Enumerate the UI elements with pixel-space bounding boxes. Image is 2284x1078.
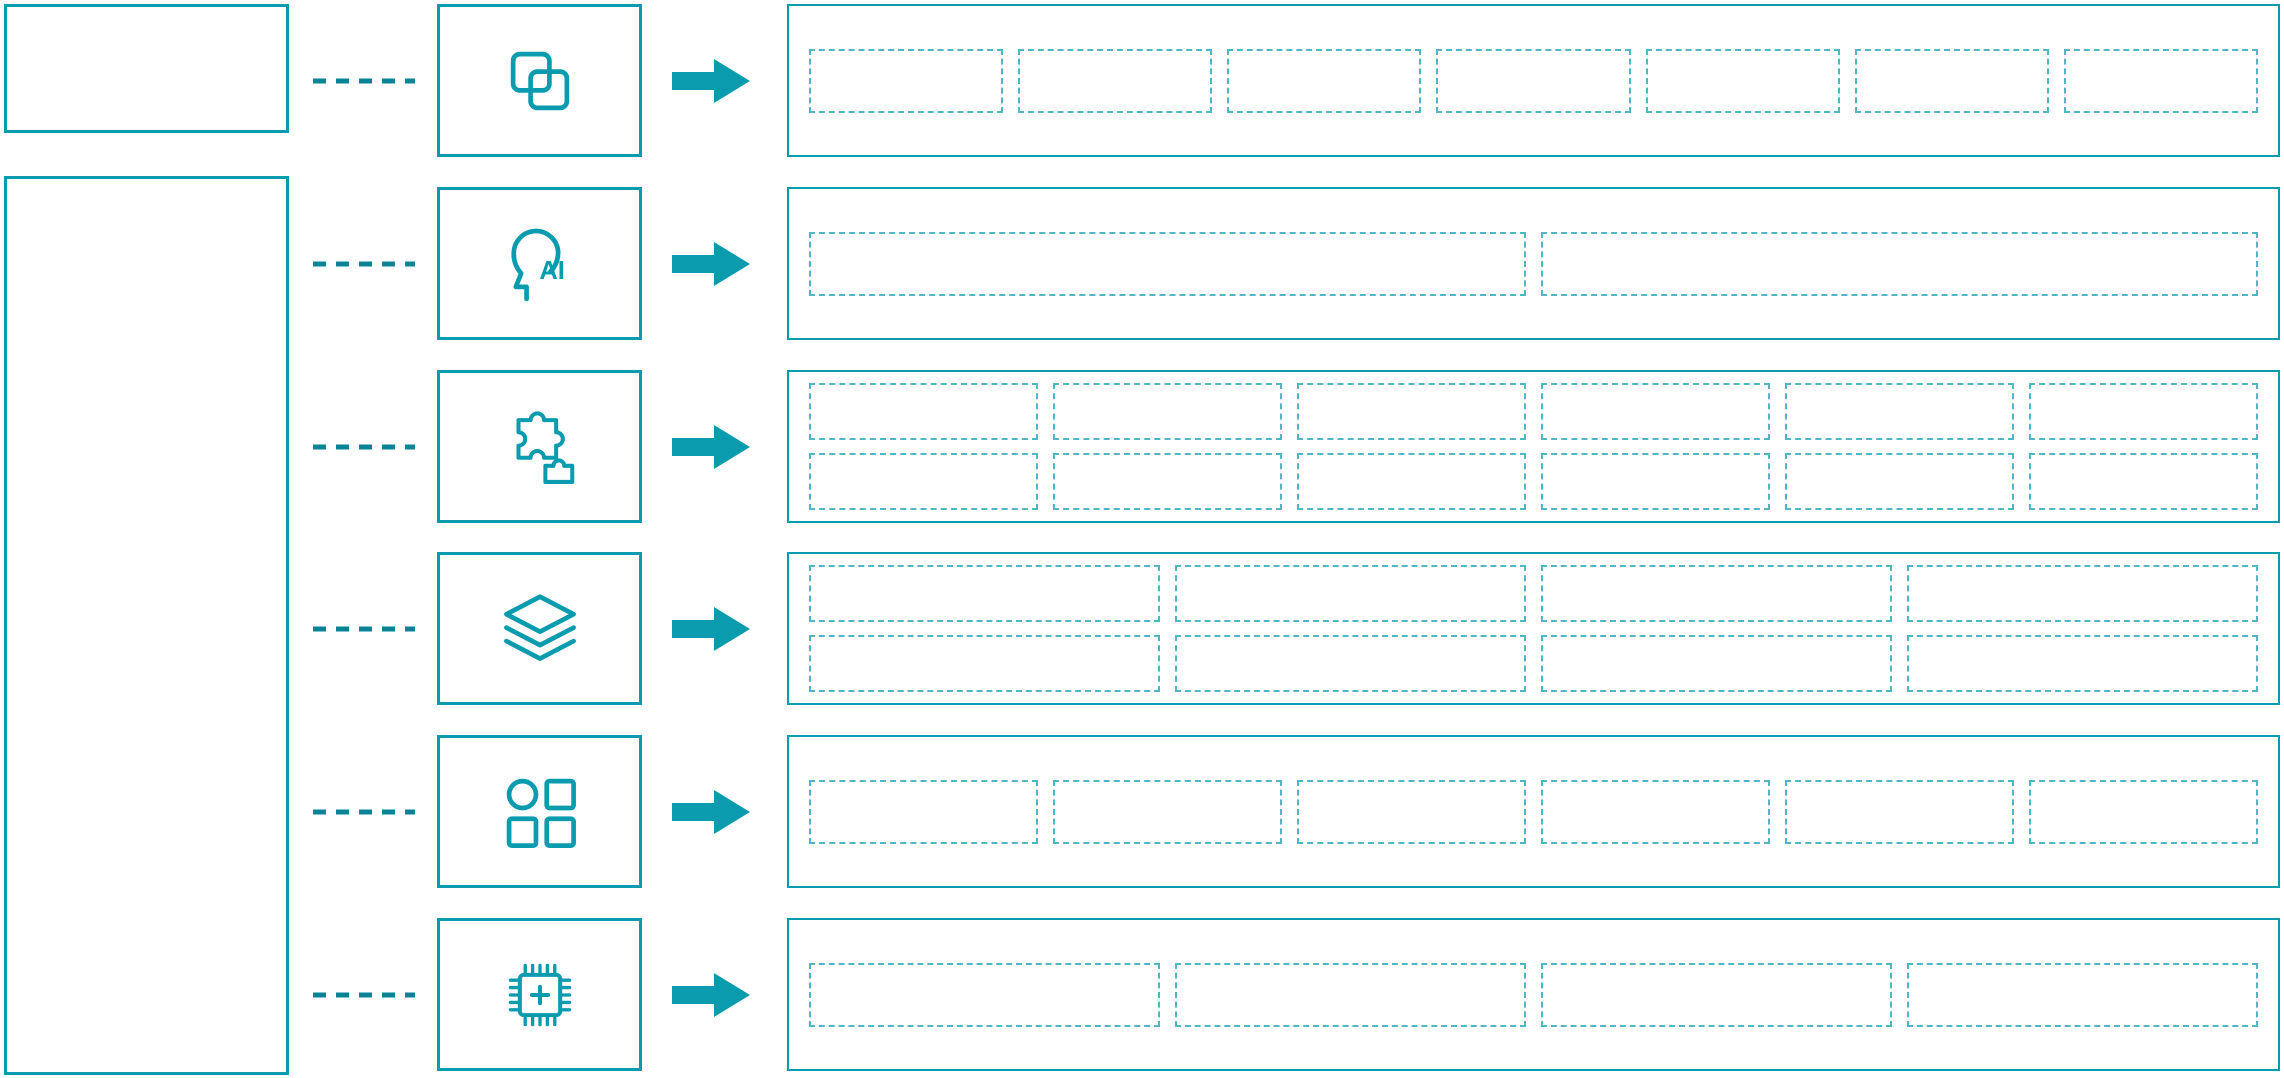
dashed-connector-line [313,444,415,449]
chip-plus-icon [497,952,583,1038]
ai-icon-label: AI [539,256,565,284]
placeholder-slot [1785,779,2014,844]
diagram-row [0,4,2284,157]
placeholder-slot [1541,565,1892,622]
placeholder-slot [1541,231,2258,296]
flow-arrow-icon [672,786,750,838]
placeholder-slot [809,453,1038,510]
placeholder-slot [809,962,1160,1027]
slot-row [809,565,2258,622]
slot-container [787,552,2280,705]
placeholder-slot [1541,453,1770,510]
ai-head-icon: AI [497,221,583,307]
placeholder-slot [2029,779,2258,844]
icon-box: AI [437,187,642,340]
shapes-grid-icon [497,769,583,855]
flow-arrow-icon [672,969,750,1021]
placeholder-slot [2029,453,2258,510]
placeholder-slot [1175,635,1526,692]
icon-box [437,918,642,1071]
flow-arrow-icon [672,238,750,290]
diagram-row [0,735,2284,888]
placeholder-slot [1053,779,1282,844]
placeholder-slot [809,565,1160,622]
placeholder-slot [2029,383,2258,440]
placeholder-slot [1053,453,1282,510]
placeholder-slot [1297,779,1526,844]
slot-container [787,735,2280,888]
icon-box [437,735,642,888]
puzzle-icon [497,404,583,490]
placeholder-slot [1854,48,2049,113]
icon-box [437,552,642,705]
left-panel-box [4,176,289,1075]
placeholder-slot [809,635,1160,692]
placeholder-slot [1541,635,1892,692]
placeholder-slot [1541,962,1892,1027]
diagram-row [0,918,2284,1071]
slot-row [809,779,2258,844]
placeholder-slot [809,48,1004,113]
placeholder-slot [809,231,1526,296]
placeholder-slot [809,779,1038,844]
placeholder-slot [1541,383,1770,440]
slot-container [787,370,2280,523]
placeholder-slot [1053,383,1282,440]
flow-arrow-icon [672,55,750,107]
placeholder-slot [1175,962,1526,1027]
placeholder-slot [1436,48,1631,113]
top-left-box [4,4,289,133]
slot-row [809,962,2258,1027]
placeholder-slot [1297,383,1526,440]
icon-box [437,4,642,157]
placeholder-slot [809,383,1038,440]
dashed-connector-line [313,809,415,814]
slot-row [809,231,2258,296]
placeholder-slot [1785,383,2014,440]
flow-arrow-icon [672,603,750,655]
slot-container [787,918,2280,1071]
diagram-row [0,370,2284,523]
diagram-row: AI [0,187,2284,340]
dashed-connector-line [313,992,415,997]
placeholder-slot [1227,48,1422,113]
diagram-row [0,552,2284,705]
slot-container [787,187,2280,340]
placeholder-slot [1645,48,1840,113]
placeholder-slot [1907,565,2258,622]
flow-arrow-icon [672,421,750,473]
placeholder-slot [1785,453,2014,510]
layers-icon [497,586,583,672]
slot-row [809,635,2258,692]
dashed-connector-line [313,78,415,83]
icon-box [437,370,642,523]
slot-row [809,48,2258,113]
dashed-connector-line [313,626,415,631]
overlap-squares-icon [497,38,583,124]
placeholder-slot [1018,48,1213,113]
slot-row [809,383,2258,440]
dashed-connector-line [313,261,415,266]
placeholder-slot [1297,453,1526,510]
placeholder-slot [1907,962,2258,1027]
placeholder-slot [2063,48,2258,113]
slot-container [787,4,2280,157]
placeholder-slot [1907,635,2258,692]
placeholder-slot [1541,779,1770,844]
placeholder-slot [1175,565,1526,622]
slot-row [809,453,2258,510]
